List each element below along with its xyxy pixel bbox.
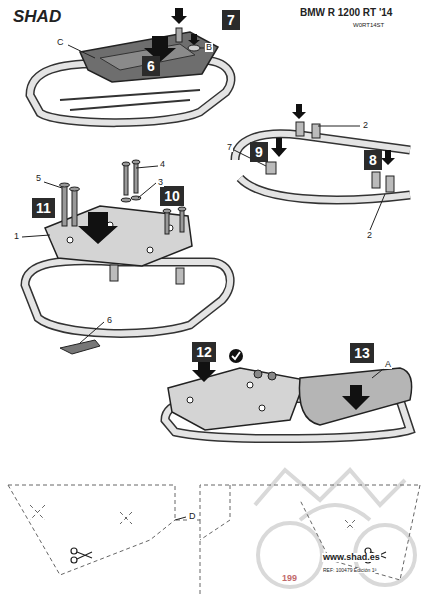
watermark-sketch [255, 470, 415, 587]
watermark: 199 [281, 574, 298, 583]
part-letter: B [205, 43, 213, 52]
step-label: 9 [255, 145, 263, 159]
step-label: 6 [147, 59, 155, 73]
step-label: 11 [36, 201, 51, 215]
part-letter: C [56, 38, 65, 47]
step-label: 10 [164, 189, 180, 203]
website: www.shad.es [322, 553, 381, 562]
step-label: 8 [369, 153, 377, 167]
step-number: 12 [192, 342, 216, 362]
step-label: 7 [227, 13, 235, 27]
step-number: 9 [250, 142, 268, 162]
step-number: 6 [142, 56, 160, 76]
scissors-icon [71, 548, 386, 563]
callout-number: 2 [366, 231, 373, 240]
step-number: 11 [32, 198, 55, 218]
top-rack [30, 8, 231, 123]
reference-note: REF: 100479 Edición 1ª [322, 568, 377, 573]
part-letter: A [384, 360, 392, 369]
part-code: W0RT14ST [352, 22, 385, 28]
side-rack-detail [234, 104, 410, 230]
step-number: 13 [350, 343, 374, 363]
step-label: 13 [354, 346, 370, 360]
step-number: 8 [364, 150, 382, 170]
callout-number: 2 [362, 121, 369, 130]
cut-template [8, 485, 420, 595]
callout-number: 5 [35, 174, 42, 183]
step-number: 7 [222, 10, 240, 30]
model-title: BMW R 1200 RT '14 [300, 8, 392, 18]
step-number: 10 [160, 186, 184, 206]
step-label: 12 [196, 345, 212, 359]
bottom-rack [165, 349, 412, 439]
part-letter: D [188, 512, 197, 521]
callout-number: 4 [159, 160, 166, 169]
callout-number: 6 [106, 316, 113, 325]
callout-number: 1 [13, 232, 20, 241]
brand-logo: SHAD [12, 8, 62, 25]
callout-number: 3 [157, 178, 164, 187]
callout-number: 7 [226, 143, 233, 152]
middle-rack [22, 160, 230, 354]
leader-line [175, 517, 186, 520]
